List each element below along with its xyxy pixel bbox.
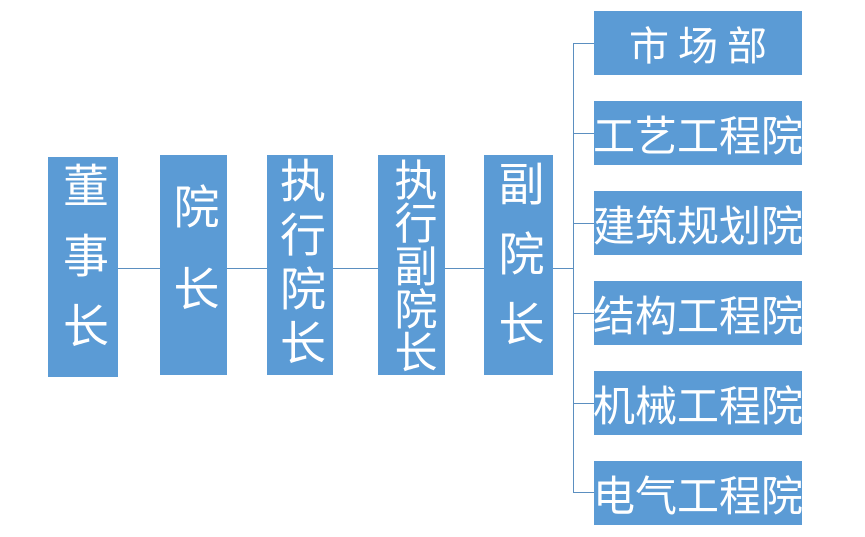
node-vice-president-label: 副院长 [491, 160, 546, 370]
connector-branch-dept-3 [573, 223, 595, 224]
connector-branch-dept-5 [573, 403, 595, 404]
connector-exec-vice-to-vice-president [445, 268, 484, 269]
node-department-process-engineering-label: 工艺工程院 [593, 111, 804, 161]
node-department-structural-engineering[interactable]: 结构工程院 [593, 281, 804, 345]
node-department-process-engineering[interactable]: 工艺工程院 [593, 101, 804, 165]
node-chairman-label: 董事长 [56, 162, 110, 372]
node-department-structural-engineering-label: 结构工程院 [593, 291, 804, 341]
node-department-mechanical-engineering[interactable]: 机械工程院 [593, 371, 804, 435]
connector-branch-dept-1 [573, 43, 595, 44]
connector-branch-dept-2 [573, 133, 595, 134]
node-department-marketing[interactable]: 市场部 [594, 11, 802, 75]
node-department-architecture-planning-label: 建筑规划院 [593, 201, 804, 251]
node-executive-vice-president-label: 执行副院长 [387, 157, 437, 373]
connector-vice-president-to-trunk [553, 268, 574, 269]
connector-branch-dept-6 [573, 492, 595, 493]
node-department-electrical-engineering-label: 电气工程院 [593, 471, 804, 521]
node-executive-vice-president[interactable]: 执行副院长 [378, 155, 445, 375]
node-vice-president[interactable]: 副院长 [484, 155, 553, 375]
node-chairman[interactable]: 董事长 [48, 157, 118, 377]
node-department-mechanical-engineering-label: 机械工程院 [593, 381, 804, 431]
node-department-architecture-planning[interactable]: 建筑规划院 [593, 191, 804, 255]
node-executive-president-label: 执行院长 [273, 157, 327, 373]
connector-branch-dept-4 [573, 313, 595, 314]
node-department-marketing-label: 市场部 [629, 24, 776, 70]
department-trunk-line [573, 43, 574, 493]
node-executive-president[interactable]: 执行院长 [267, 155, 333, 375]
connector-chairman-to-president [118, 268, 160, 269]
node-president-label: 院长 [166, 183, 221, 347]
connector-president-to-exec-president [227, 268, 267, 269]
node-department-electrical-engineering[interactable]: 电气工程院 [593, 461, 804, 525]
node-president[interactable]: 院长 [160, 155, 227, 375]
connector-exec-president-to-exec-vice [333, 268, 378, 269]
